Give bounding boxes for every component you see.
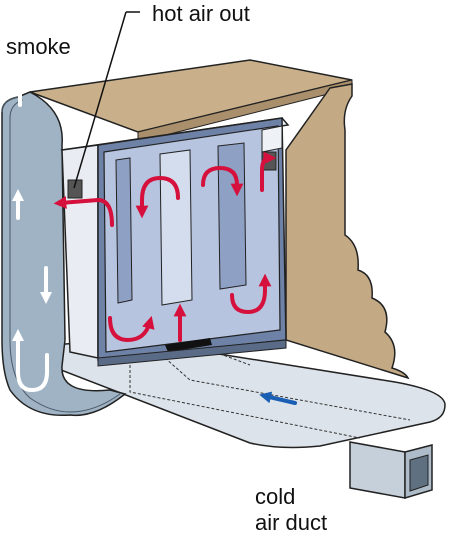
label-cold-line1: cold <box>255 484 296 509</box>
hot-arrow-loop-1 <box>135 175 180 219</box>
floor-inner-edge <box>29 357 251 444</box>
label-cold-line2: air duct <box>255 510 328 535</box>
hot-air-leader-line-diagonal <box>73 11 127 189</box>
hot-arrow-bottom-left <box>108 315 155 343</box>
hot-arrow-up-right <box>260 151 277 192</box>
label-hot-air-out: hot air out <box>152 1 250 26</box>
hot-air-arrows <box>53 151 277 343</box>
smoke-arrows <box>12 72 52 393</box>
heat-exchanger <box>60 117 290 367</box>
floor-plate <box>29 338 446 449</box>
hot-arrow-loop-2 <box>201 165 244 197</box>
cold-air-duct <box>349 441 433 500</box>
hot-arrow-out <box>53 196 114 227</box>
label-smoke: smoke <box>6 34 71 59</box>
label-cold-air-duct: cold air duct <box>255 484 327 536</box>
hot-arrow-bottom-right <box>230 273 272 315</box>
smoke-arrow-loop <box>12 329 49 393</box>
cold-air-arrow <box>259 391 297 405</box>
flue-front-face <box>1 96 121 413</box>
wall-section <box>285 83 410 380</box>
hot-air-vent-left <box>67 179 83 199</box>
